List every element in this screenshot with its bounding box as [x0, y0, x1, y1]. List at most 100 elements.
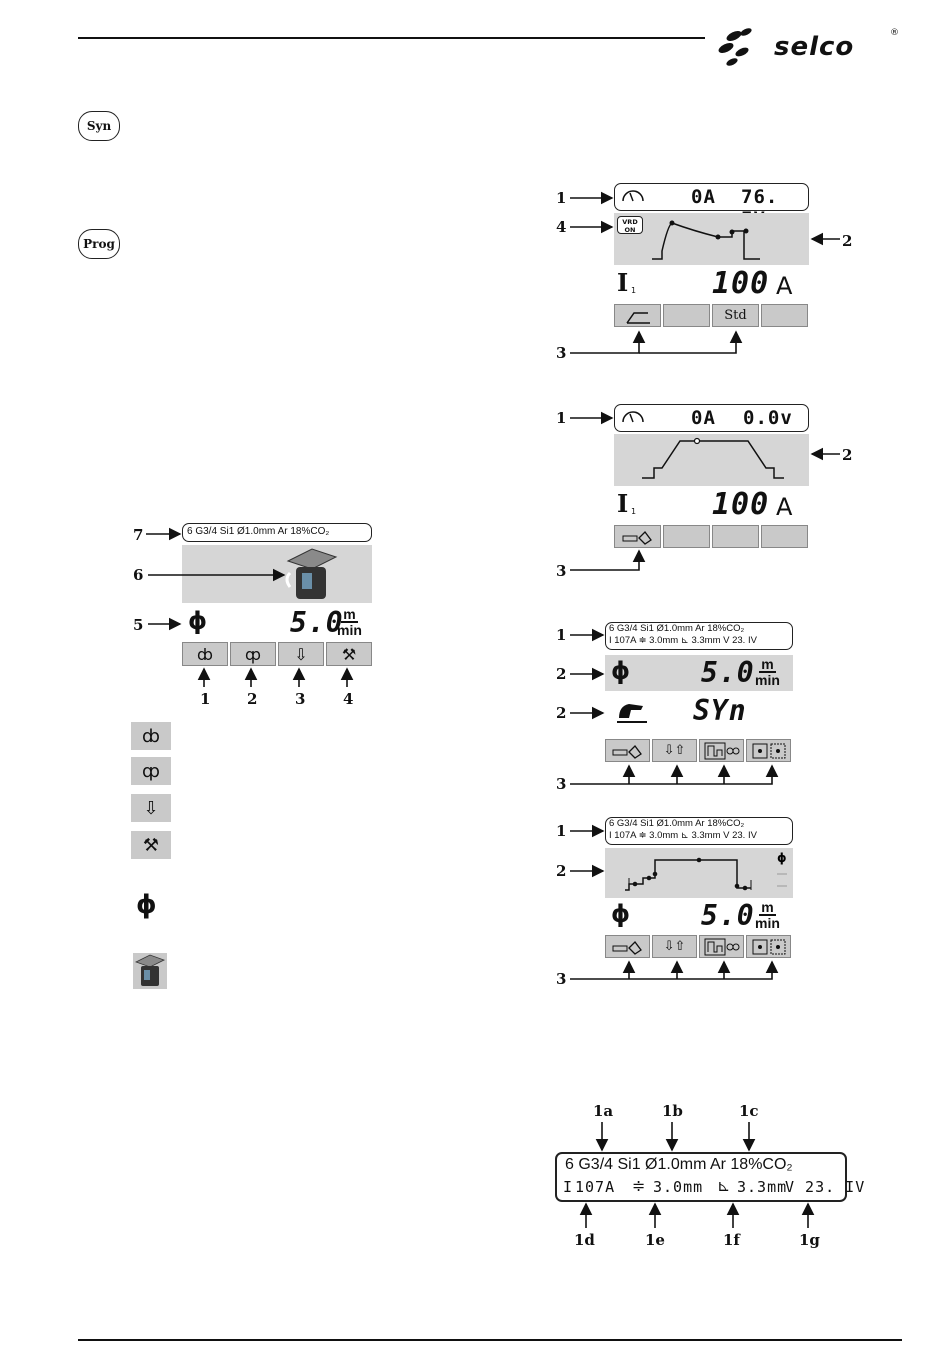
mode-value: SYn — [693, 694, 747, 727]
callout-e-6: 6 — [133, 566, 144, 584]
display-e-header: 6 G3/4 Si1 Ø1.0mm Ar 18%CO₂ — [182, 523, 372, 542]
callout-a-4: 4 — [556, 218, 567, 236]
tab-label-1: 1 — [200, 690, 211, 708]
brand-name: selco — [774, 32, 855, 62]
callout-c-2b: 2 — [556, 704, 567, 722]
callout-c-1: 1 — [556, 626, 567, 644]
param-symbol: I — [617, 268, 629, 297]
thickness-icon: ≑ — [632, 1176, 646, 1195]
display-b-tabs — [614, 525, 808, 548]
tab-feed[interactable] — [605, 739, 650, 762]
tab-up-down[interactable]: ⇩⇧ — [652, 739, 697, 762]
detail-voltage: V 23. IV — [785, 1178, 866, 1196]
header-rule — [78, 37, 705, 39]
detail-current: 107A — [575, 1178, 616, 1196]
display-a-tabs: Std — [614, 304, 808, 327]
wire-feeder-machine-icon — [285, 548, 338, 599]
throat-icon: ⊾ — [717, 1176, 731, 1195]
legend-feed-forward-icon: ȸ — [131, 722, 171, 750]
wire-speed-icon: ɸ — [611, 657, 631, 685]
header-line1: 6 G3/4 Si1 Ø1.0mm Ar 18%CO₂ — [187, 526, 330, 537]
label-1c: 1c — [739, 1102, 759, 1120]
label-1a: 1a — [593, 1102, 614, 1120]
pulse-icon — [704, 938, 739, 955]
tab-down[interactable]: ⇩ — [278, 642, 324, 666]
tab-std[interactable]: Std — [712, 304, 759, 327]
param-unit: A — [776, 272, 793, 300]
welder-icon — [617, 704, 647, 723]
wire-speed-icon: ɸ — [611, 900, 631, 928]
tab-process[interactable] — [614, 304, 661, 327]
detail-thickness: 3.0mm — [653, 1178, 704, 1196]
wire-value: 5.0 — [701, 899, 755, 932]
callout-a-1: 1 — [556, 189, 567, 207]
callout-e-5: 5 — [133, 616, 144, 634]
wire-value: 5.0 — [701, 656, 755, 689]
callout-d-2: 2 — [556, 862, 567, 880]
legend-tool-icon: ⚒ — [131, 831, 171, 859]
param-symbol: I — [617, 489, 629, 518]
label-1f: 1f — [723, 1231, 740, 1249]
callout-d-3: 3 — [556, 970, 567, 988]
tab-empty-3[interactable] — [761, 525, 808, 548]
tab-settings[interactable] — [746, 935, 791, 958]
callout-c-3: 3 — [556, 775, 567, 793]
vrd-badge: VRD ON — [617, 216, 643, 234]
tab-label-2: 2 — [247, 690, 258, 708]
detail-line1: 6 G3/4 Si1 Ø1.0mm Ar 18%CO₂ — [565, 1156, 793, 1173]
tab-feed-backward[interactable]: ȹ — [230, 642, 276, 666]
wire-unit-top: m — [341, 606, 358, 623]
registered-mark: ® — [890, 28, 899, 38]
tab-settings[interactable] — [746, 739, 791, 762]
display-d-graph: ɸ — [605, 848, 793, 898]
display-a-curve — [652, 220, 760, 260]
gauge-icon — [622, 411, 644, 423]
tab-feed[interactable] — [614, 525, 661, 548]
label-1b: 1b — [662, 1102, 683, 1120]
wire-unit-top: m — [759, 656, 776, 673]
callout-d-1: 1 — [556, 822, 567, 840]
tab-up-down[interactable]: ⇩⇧ — [652, 935, 697, 958]
wire-unit: m min — [755, 657, 780, 687]
tab-feed[interactable] — [605, 935, 650, 958]
up-down-arrows-icon: ⇩⇧ — [663, 939, 686, 954]
tool-icon: ⚒ — [341, 644, 357, 664]
tab-feed-forward[interactable]: ȸ — [182, 642, 228, 666]
wire-feed-icon — [612, 940, 642, 955]
tab-std-label: Std — [724, 308, 747, 323]
svg-text:ɸ: ɸ — [777, 851, 787, 865]
wire-feeder-machine-icon — [134, 954, 166, 986]
header-line1: 6 G3/4 Si1 Ø1.0mm Ar 18%CO₂ — [609, 623, 745, 634]
settings-icon — [752, 939, 785, 954]
detail-throat: 3.3mm — [737, 1178, 788, 1196]
wire-feed-icon — [612, 744, 642, 759]
display-d-tabs: ⇩⇧ — [605, 935, 791, 958]
callout-e-7: 7 — [133, 526, 144, 544]
feed-forward-icon: ȸ — [197, 644, 213, 664]
callout-a-3: 3 — [556, 344, 567, 362]
down-arrow-icon: ⇩ — [294, 644, 308, 664]
param-sub: 1 — [631, 286, 637, 295]
tab-empty-1[interactable] — [663, 525, 710, 548]
wire-unit-bottom: min — [755, 672, 780, 688]
tab-pulse[interactable] — [699, 739, 744, 762]
display-a-readout: 0A 76. IV — [614, 183, 809, 230]
wire-unit-top: m — [759, 899, 776, 916]
wire-value: 5.0 — [290, 606, 344, 639]
legend-wire-feeder-icon — [133, 953, 167, 989]
tab-empty-2[interactable] — [712, 525, 759, 548]
display-b-readout: 0A 0.0v — [614, 404, 809, 432]
header-line2: I 107A ≑ 3.0mm ⊾ 3.3mm V 23. IV — [609, 635, 757, 646]
tab-empty-2[interactable] — [761, 304, 808, 327]
param-value: 100 — [712, 266, 770, 301]
tab-empty-1[interactable] — [663, 304, 710, 327]
display-b-graph — [614, 434, 809, 486]
tab-tool[interactable]: ⚒ — [326, 642, 372, 666]
legend-wire-speed-icon: ɸ — [136, 890, 157, 920]
tab-label-3: 3 — [295, 690, 306, 708]
syn-label: Syn — [86, 119, 112, 133]
label-1d: 1d — [574, 1231, 595, 1249]
tab-pulse[interactable] — [699, 935, 744, 958]
display-c-wire: ɸ 5.0 m min — [605, 655, 793, 691]
